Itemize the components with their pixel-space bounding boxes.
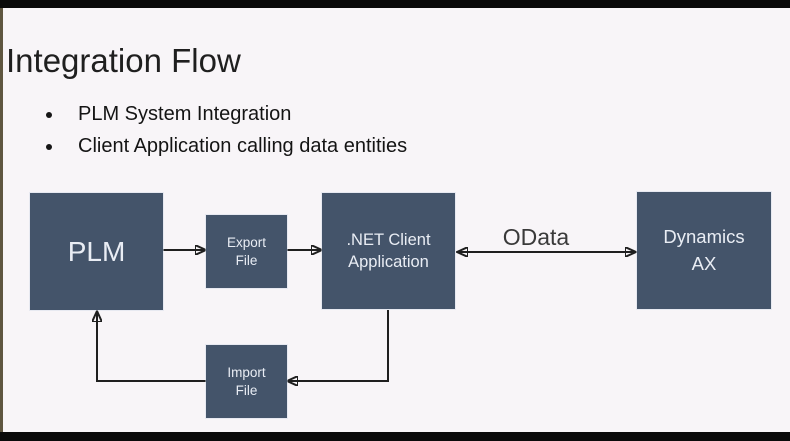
node-plm: PLM (30, 193, 163, 310)
bullet-dot-icon (46, 144, 52, 150)
bullet-text: Client Application calling data entities (78, 135, 408, 157)
bullet-dot-icon (46, 112, 52, 118)
letterbox-top-bar (0, 0, 790, 8)
node-import-file: Import File (206, 345, 287, 418)
letterbox-bottom-bar (0, 432, 790, 441)
node-export-file: Export File (206, 215, 287, 288)
node-dynamics-ax: Dynamics AX (637, 192, 771, 309)
arrow-import-to-plm (97, 311, 206, 382)
bullet-text: PLM System Integration (78, 103, 292, 125)
odata-edge-label: OData (502, 224, 570, 250)
arrow-netclient-to-import (287, 310, 389, 381)
bullet-item-plm-system: PLM System Integration (46, 101, 407, 128)
bullet-item-client-application: Client Application calling data entities (46, 133, 407, 160)
left-edge-strip (0, 0, 3, 441)
bullet-list: PLM System Integration Client Applicatio… (46, 101, 407, 165)
node-net-client-application: .NET Client Application (322, 193, 455, 309)
page-title: Integration Flow (6, 42, 241, 79)
